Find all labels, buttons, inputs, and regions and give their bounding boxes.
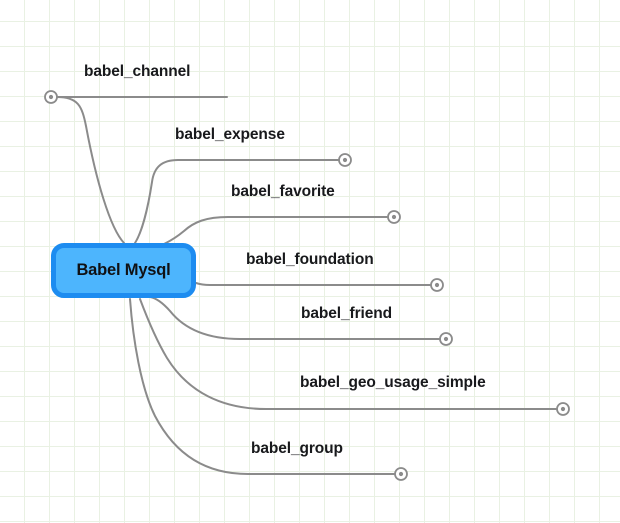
- edge-connector: [56, 96, 125, 244]
- branch-endpoint-dot[interactable]: [560, 406, 566, 412]
- branch-endpoint-ring[interactable]: [387, 210, 401, 224]
- edge-path: [195, 282, 432, 286]
- branch-endpoint-dot[interactable]: [48, 94, 54, 100]
- branch-endpoint-dot[interactable]: [443, 336, 449, 342]
- branch-endpoint-ring[interactable]: [556, 402, 570, 416]
- branch-endpoint-dot[interactable]: [391, 214, 397, 220]
- branch-endpoint-ring[interactable]: [394, 467, 408, 481]
- branch-label-babel-expense[interactable]: babel_expense: [175, 126, 285, 143]
- branch-label-babel-channel[interactable]: babel_channel: [84, 63, 191, 80]
- edge-path: [149, 296, 441, 340]
- branch-label-babel-friend[interactable]: babel_friend: [301, 305, 392, 322]
- branch-endpoint-ring[interactable]: [439, 332, 453, 346]
- branch-endpoint-ring[interactable]: [338, 153, 352, 167]
- branch-label-babel-group[interactable]: babel_group: [251, 440, 343, 457]
- branch-endpoint-ring[interactable]: [44, 90, 58, 104]
- branch-label-babel-geo-usage-simple[interactable]: babel_geo_usage_simple: [300, 374, 486, 391]
- branch-label-babel-foundation[interactable]: babel_foundation: [246, 251, 374, 268]
- edge-path: [134, 159, 340, 244]
- branch-endpoint-dot[interactable]: [398, 471, 404, 477]
- branch-endpoint-dot[interactable]: [342, 157, 348, 163]
- root-node-label: Babel Mysql: [76, 261, 171, 279]
- branch-endpoint-dot[interactable]: [434, 282, 440, 288]
- root-node-babel-mysql[interactable]: Babel Mysql: [51, 243, 196, 298]
- branch-endpoint-ring[interactable]: [430, 278, 444, 292]
- branch-label-babel-favorite[interactable]: babel_favorite: [231, 183, 335, 200]
